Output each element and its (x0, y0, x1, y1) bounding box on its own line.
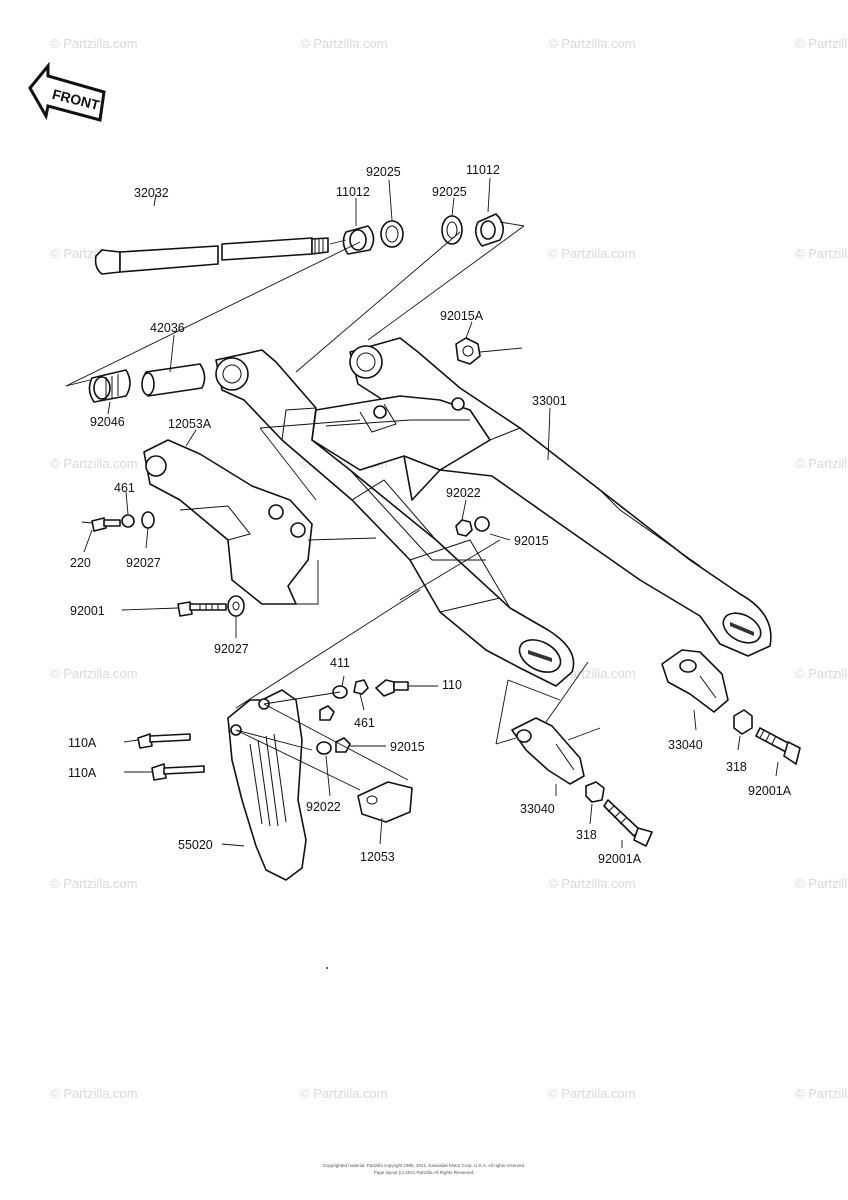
watermark: © Partzilla.com (795, 1086, 848, 1101)
leader-lines (65, 177, 779, 848)
part-label: 42036 (150, 321, 185, 335)
watermark: © Partzilla.com (795, 666, 848, 681)
part-label: 220 (70, 556, 91, 570)
footer-line: Page layout (c) 2021 Partzilla All Right… (374, 1170, 475, 1175)
stray-mark (326, 967, 328, 969)
part-label: 318 (726, 760, 747, 774)
part-label: 110A (68, 736, 97, 750)
part-label: 92001A (748, 784, 792, 798)
part-label: 92022 (446, 486, 481, 500)
part-label: 92025 (432, 185, 467, 199)
part-label: 411 (330, 656, 350, 670)
bolts-and-nuts-lower (137, 679, 409, 781)
part-label: 92022 (306, 800, 341, 814)
watermark: © Partzilla.com (300, 1086, 388, 1101)
footer-line: Copyrighted material: Partzilla copyrigh… (323, 1163, 526, 1168)
part-label: 33001 (532, 394, 567, 408)
chain-adjuster-left (511, 717, 585, 785)
watermark: © Partzilla.com (795, 456, 848, 471)
watermark: © Partzilla.com (300, 36, 388, 51)
pivot-shaft-drawing (94, 237, 329, 275)
chain-guide-lower (227, 689, 413, 881)
watermark: © Partzilla.com (50, 666, 138, 681)
part-label: 92015 (514, 534, 549, 548)
part-label: 55020 (178, 838, 213, 852)
part-label: 92027 (214, 642, 249, 656)
part-label: 92027 (126, 556, 161, 570)
part-label: 318 (576, 828, 597, 842)
part-label: 92001A (598, 852, 642, 866)
part-label: 92015 (390, 740, 425, 754)
watermark: © Partzilla.com (50, 876, 138, 891)
footer: Copyrighted material: Partzilla copyrigh… (323, 1163, 526, 1175)
swingarm-drawing (215, 337, 772, 687)
watermark: © Partzilla.com (795, 246, 848, 261)
part-label: 92025 (366, 165, 401, 179)
part-labels: 32032 11012 92025 92025 11012 42036 9204… (68, 163, 792, 866)
part-label: 11012 (466, 163, 500, 177)
nut-92015A (455, 337, 481, 365)
nuts-mid (455, 516, 490, 537)
part-label: 461 (114, 481, 135, 495)
part-label: 92001 (70, 604, 105, 618)
part-label: 110A (68, 766, 97, 780)
part-label: 92015A (440, 309, 484, 323)
watermark: © Partzilla.com (548, 36, 636, 51)
collar-and-washer-left (342, 220, 404, 255)
watermark: © Partzilla.com (50, 456, 138, 471)
chain-guide-plate-upper (143, 439, 313, 605)
adjuster-bolts (585, 709, 801, 847)
part-label: 32032 (134, 186, 169, 200)
part-label: 461 (354, 716, 375, 730)
part-label: 92046 (90, 415, 125, 429)
front-arrow-icon: FRONT (28, 61, 106, 122)
chain-adjuster-right (661, 649, 729, 713)
bolts-and-washers-upper (91, 511, 245, 617)
watermark: © Partzilla.com (50, 36, 138, 51)
watermark: © Partzilla.com (50, 1086, 138, 1101)
part-label: 12053A (168, 417, 212, 431)
watermark: © Partzilla.com (795, 876, 848, 891)
watermark: © Partzilla.com (548, 1086, 636, 1101)
watermark: © Partzilla.com (548, 246, 636, 261)
collar-and-washer-right (441, 213, 504, 247)
bearing-and-sleeve (88, 363, 206, 403)
part-label: 33040 (668, 738, 703, 752)
watermark: © Partzilla.com (548, 876, 636, 891)
part-label: 110 (442, 678, 462, 692)
part-label: 33040 (520, 802, 555, 816)
watermark: © Partzilla.com (795, 36, 848, 51)
part-label: 11012 (336, 185, 370, 199)
part-label: 12053 (360, 850, 395, 864)
